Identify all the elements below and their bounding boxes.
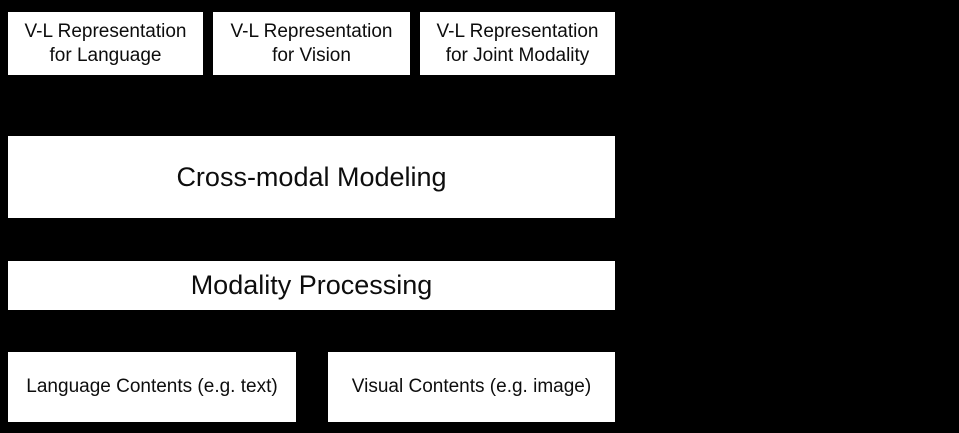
node-label-line2: for Language <box>49 44 162 66</box>
node-cross-modal-modeling[interactable]: Cross-modal Modeling <box>8 136 615 218</box>
node-label: Language Contents (e.g. text) <box>26 376 278 398</box>
node-label-line1: V-L Representation <box>24 21 187 43</box>
node-modality-processing[interactable]: Modality Processing <box>8 261 615 310</box>
node-label-line1: V-L Representation <box>230 21 393 43</box>
node-label-line2: for Vision <box>272 44 351 66</box>
node-label: Visual Contents (e.g. image) <box>351 376 592 398</box>
node-visual-contents[interactable]: Visual Contents (e.g. image) <box>328 352 615 422</box>
node-label-line1: V-L Representation <box>436 21 599 43</box>
node-label: Cross-modal Modeling <box>176 161 447 192</box>
node-label-line2: for Joint Modality <box>445 44 590 66</box>
node-label: Modality Processing <box>190 270 433 301</box>
node-language-contents[interactable]: Language Contents (e.g. text) <box>8 352 296 422</box>
